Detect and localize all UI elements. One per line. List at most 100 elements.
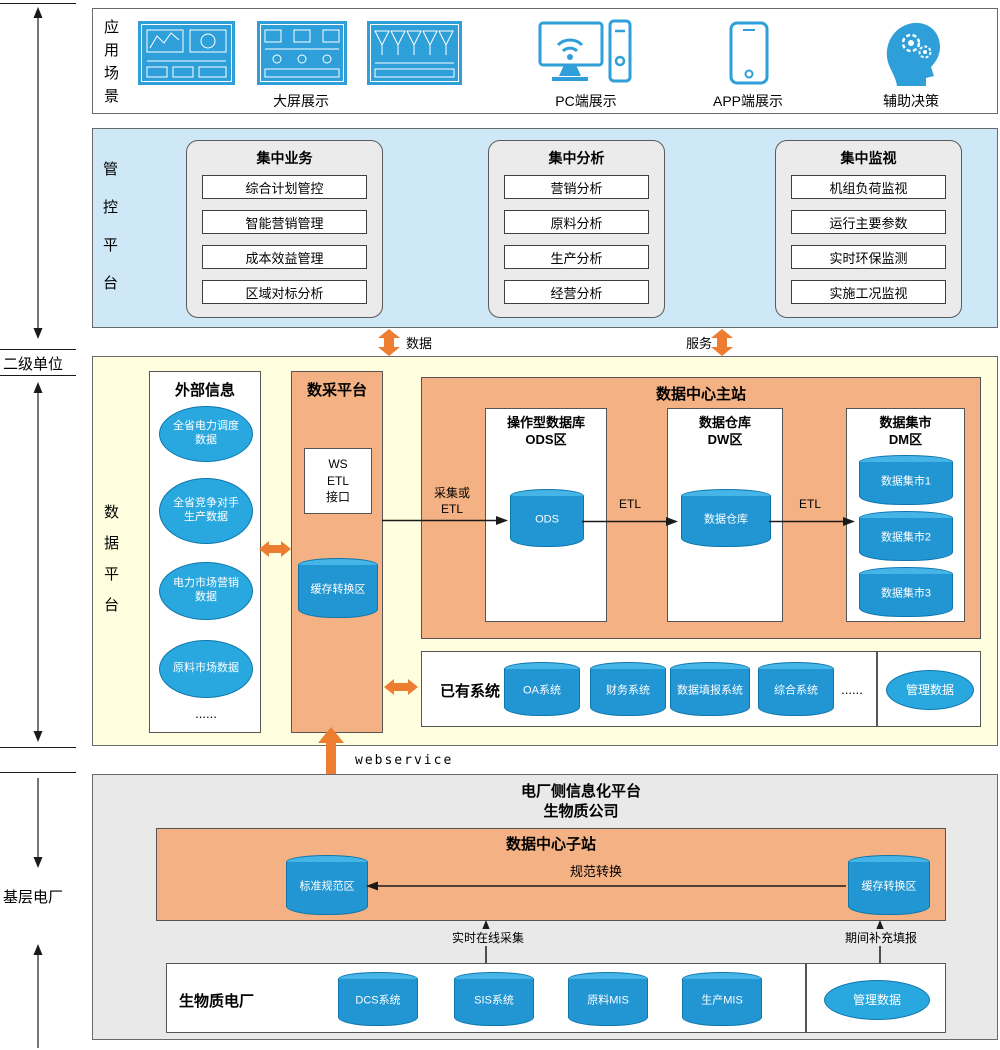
- external-data-ellipse: 电力市场营销数据: [159, 562, 253, 620]
- realtime-collect-label: 实时在线采集: [445, 929, 531, 946]
- cylinder-label: 缓存转换区: [310, 583, 366, 596]
- plant-management-data-ellipse: 管理数据: [824, 980, 930, 1020]
- pc-display-icon: [538, 19, 632, 83]
- data-connector-label: 数据: [406, 336, 433, 351]
- module-box: 实时环保监测: [791, 245, 946, 269]
- group-title: 集中业务: [256, 150, 313, 166]
- data-mart-cylinder-1: 数据集市1: [859, 455, 953, 505]
- module-box: 营销分析: [504, 175, 649, 199]
- cylinder-body: [859, 518, 953, 561]
- standard-transform-label: 规范转换: [569, 864, 622, 879]
- module-box: 经营分析: [504, 280, 649, 304]
- data-platform-panel: 数据平台 外部信息 全省电力调度数据 全省竞争对手生产数据 电力市场营销数据 原…: [92, 356, 998, 746]
- cylinder-body: [298, 565, 378, 618]
- cylinder-label: 财务系统: [606, 684, 650, 697]
- external-info-title: 外部信息: [174, 382, 235, 399]
- top-section-span-arrow: [33, 7, 43, 339]
- module-box: 运行主要参数: [791, 210, 946, 234]
- management-data-ellipse: 管理数据: [886, 670, 974, 710]
- service-double-arrow: [711, 329, 733, 356]
- standard-zone-cylinder: 标准规范区: [286, 855, 368, 915]
- pc-display-label: PC端展示: [555, 93, 617, 109]
- app-display-label: APP端展示: [712, 93, 783, 109]
- external-data-ellipse: 全省电力调度数据: [159, 406, 253, 462]
- ods-zone-title: 操作型数据库 ODS区: [506, 415, 585, 447]
- module-box: 区域对标分析: [202, 280, 367, 304]
- management-platform-label: 管控平台: [102, 161, 118, 292]
- decision-support-label: 辅助决策: [883, 93, 939, 109]
- cylinder-body: [590, 669, 666, 716]
- app-scenarios-label: 应用场景: [103, 19, 119, 105]
- cylinder-label: 数据集市2: [880, 531, 932, 544]
- data-warehouse-cylinder: 数据仓库: [681, 489, 771, 547]
- integrated-system-cylinder: 综合系统: [758, 662, 834, 716]
- collect-etl-arrow: [382, 516, 508, 525]
- existing-systems-box: 已有系统 OA系统 财务系统 数据填报系统 综合系统 ......: [421, 651, 877, 727]
- daq-platform-title: 数采平台: [306, 382, 367, 399]
- cylinder-body: [859, 574, 953, 617]
- cylinder-label: 数据仓库: [704, 513, 748, 526]
- rail-divider: [0, 349, 76, 350]
- cylinder-body: [454, 979, 534, 1026]
- period-fill-label: 期间补充填报: [838, 929, 924, 946]
- substation-title: 数据中心子站: [505, 836, 596, 853]
- biomass-plant-box: 生物质电厂 DCS系统 SIS系统 原料MIS 生产MIS: [166, 963, 806, 1033]
- big-screen-label: 大屏展示: [273, 93, 329, 109]
- plant-platform-title-line1: 电厂侧信息化平台: [520, 783, 641, 800]
- etl-arrow-1: [582, 517, 678, 526]
- module-box: 智能营销管理: [202, 210, 367, 234]
- plant-management-data-box: 管理数据: [806, 963, 946, 1033]
- group-centralized-analysis: 集中分析 营销分析 原料分析 生产分析 经营分析: [488, 140, 665, 318]
- management-platform-panel: 管控平台 集中业务 综合计划管控 智能营销管理 成本效益管理 区域对标分析 集中…: [92, 128, 998, 328]
- standard-transform-arrow: [366, 881, 846, 891]
- rail-divider: [0, 747, 76, 748]
- oa-system-cylinder: OA系统: [504, 662, 580, 716]
- management-data-box: 管理数据: [877, 651, 981, 727]
- module-box: 生产分析: [504, 245, 649, 269]
- external-daq-double-arrow: [259, 541, 291, 557]
- finance-system-cylinder: 财务系统: [590, 662, 666, 716]
- cylinder-label: OA系统: [523, 684, 561, 697]
- app-phone-icon: [729, 21, 769, 85]
- production-mis-cylinder: 生产MIS: [682, 972, 762, 1026]
- daq-platform-box: 数采平台 WS ETL 接口 缓存转换区: [291, 371, 383, 733]
- existing-more-label: ......: [841, 682, 863, 697]
- dcs-system-cylinder: DCS系统: [338, 972, 418, 1026]
- data-mart-cylinder-3: 数据集市3: [859, 567, 953, 617]
- cylinder-body: [859, 462, 953, 505]
- etl-label-2: ETL: [798, 497, 821, 511]
- rail-divider-top: [0, 3, 76, 4]
- cylinder-label: 标准规范区: [299, 880, 355, 893]
- service-connector-label: 服务: [685, 336, 712, 351]
- dm-zone: 数据集市 DM区 数据集市1 数据集市2 数据集市3: [846, 408, 965, 622]
- dm-zone-title: 数据集市 DM区: [879, 415, 932, 447]
- external-data-ellipse: 原料市场数据: [159, 640, 253, 698]
- cylinder-label: 综合系统: [774, 684, 818, 697]
- base-plant-label: 基层电厂: [2, 889, 63, 906]
- external-more-label: ......: [195, 706, 217, 721]
- cylinder-body: [848, 862, 930, 915]
- group-centralized-business: 集中业务 综合计划管控 智能营销管理 成本效益管理 区域对标分析: [186, 140, 383, 318]
- secondary-unit-label: 二级单位: [2, 356, 63, 373]
- cylinder-body: [758, 669, 834, 716]
- cylinder-body: [510, 496, 584, 547]
- main-station-title: 数据中心主站: [655, 386, 746, 403]
- plant-platform-title-line2: 生物质公司: [543, 803, 619, 820]
- data-double-arrow: [378, 329, 400, 356]
- cylinder-body: [670, 669, 750, 716]
- dw-zone-title: 数据仓库 DW区: [698, 415, 751, 447]
- collect-or-etl-label: 采集或 ETL: [433, 486, 470, 516]
- cylinder-body: [338, 979, 418, 1026]
- cylinder-body: [504, 669, 580, 716]
- app-scenarios-panel: 应用场景: [92, 8, 998, 114]
- cylinder-label: 生产MIS: [701, 994, 743, 1007]
- data-reporting-system-cylinder: 数据填报系统: [670, 662, 750, 716]
- data-mart-cylinder-2: 数据集市2: [859, 511, 953, 561]
- base-plant-lower-arrow: [33, 944, 43, 1048]
- cylinder-body: [681, 496, 771, 547]
- biomass-plant-title: 生物质电厂: [179, 993, 255, 1010]
- rail-divider: [0, 772, 76, 773]
- plant-platform-panel: 电厂侧信息化平台 生物质公司 数据中心子站 标准规范区 缓存转换区 生物质电厂 …: [92, 774, 998, 1040]
- cylinder-label: 数据集市1: [880, 475, 932, 488]
